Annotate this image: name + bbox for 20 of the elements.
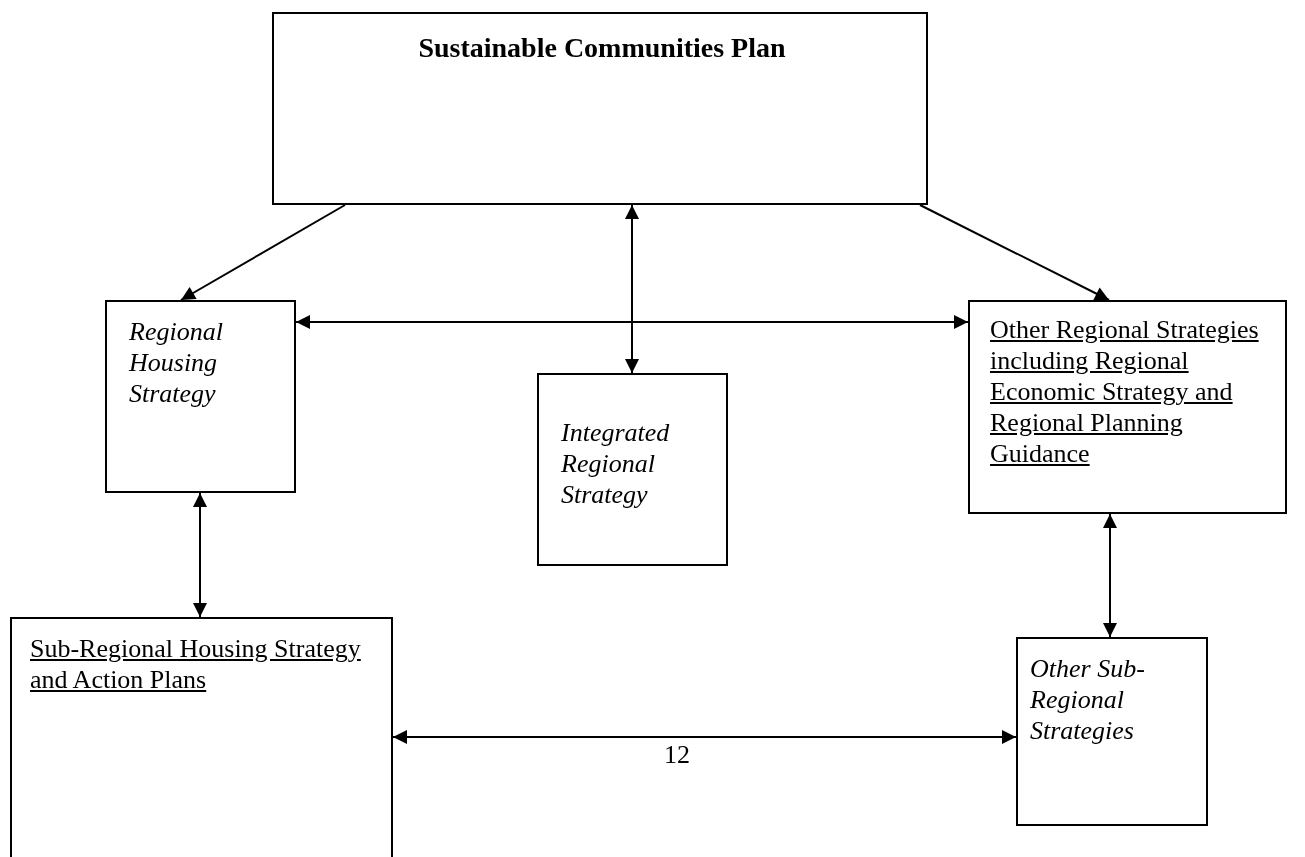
box-label: Sub-Regional Housing Strategy and Action Plans <box>30 633 362 695</box>
strategy-box <box>10 617 393 857</box>
arrow <box>295 315 969 329</box>
arrow <box>193 492 207 618</box>
arrow <box>919 204 1110 301</box>
strategy-box <box>537 373 728 566</box>
page-number: 12 <box>664 740 690 770</box>
strategy-box <box>968 300 1287 514</box>
arrow <box>180 204 346 301</box>
strategy-box <box>105 300 296 493</box>
arrow <box>1103 513 1117 638</box>
box-label: Regional Housing Strategy <box>129 316 224 409</box>
strategy-box <box>272 12 928 205</box>
box-label: Integrated Regional Strategy <box>561 417 671 510</box>
arrow <box>392 730 1017 744</box>
box-label: Other Sub-Regional Strategies <box>1030 653 1146 746</box>
title-heading: Sustainable Communities Plan <box>417 32 787 63</box>
box-label: Other Regional Strategies including Regional Economic Strategy and Regional Planning Guidance <box>990 314 1260 469</box>
arrow <box>625 204 639 374</box>
strategy-box <box>1016 637 1208 826</box>
